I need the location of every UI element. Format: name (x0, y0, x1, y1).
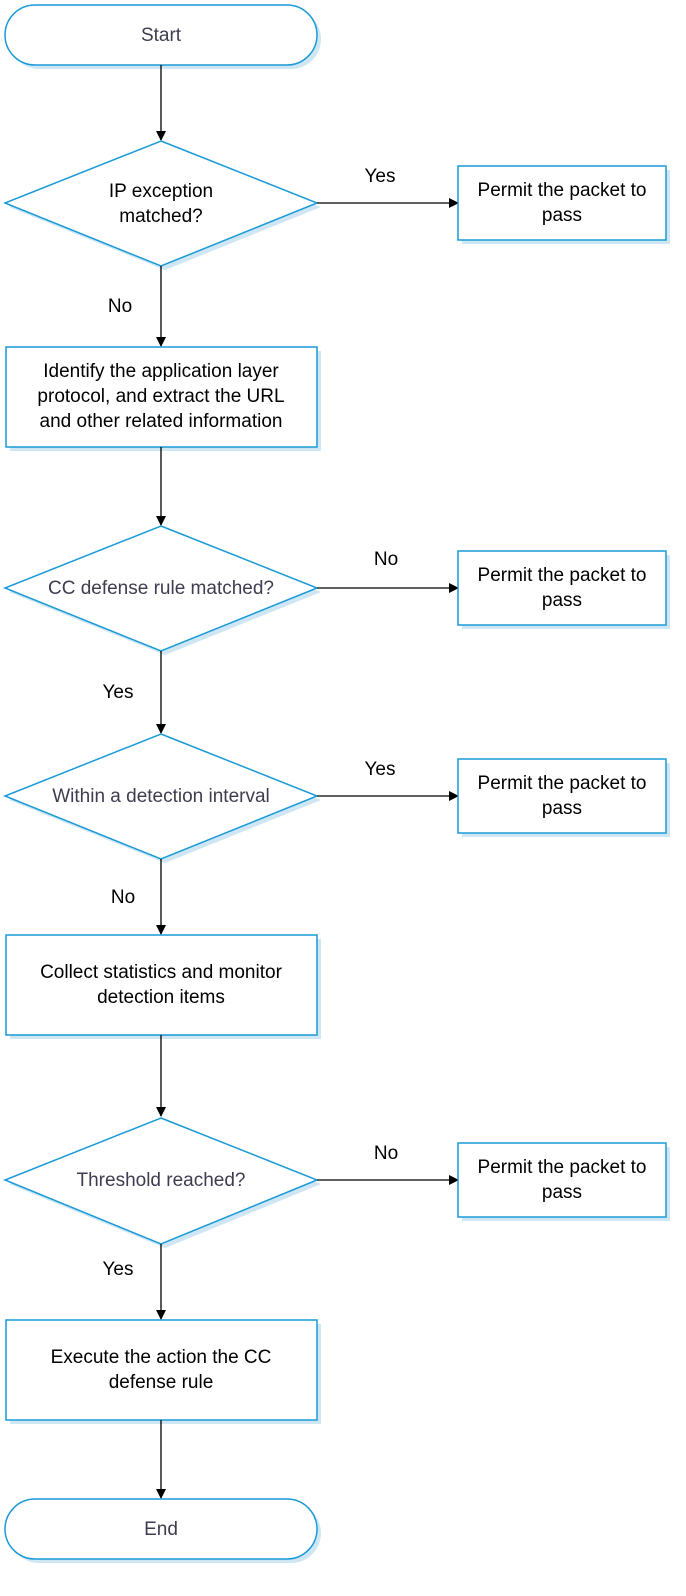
permit-box-4: Permit the packet to pass (457, 1142, 670, 1221)
permit-3-line1: Permit the packet to (478, 773, 647, 794)
ip-exception-label-line1: IP exception (109, 181, 213, 202)
permit-box-3: Permit the packet to pass (457, 758, 670, 837)
start-node: Start (4, 4, 321, 69)
threshold-decision: Threshold reached? (2, 1117, 321, 1248)
permit-1-line1: Permit the packet to (478, 180, 647, 201)
ip-exception-decision: IP exception matched? (2, 140, 321, 270)
identify-line1: Identify the application layer (43, 361, 279, 382)
detection-interval-decision: Within a detection interval (2, 733, 321, 863)
identify-process: Identify the application layer protocol,… (5, 346, 321, 451)
cc-rule-label: CC defense rule matched? (48, 578, 274, 599)
threshold-label: Threshold reached? (77, 1170, 246, 1191)
permit-box-2: Permit the packet to pass (457, 550, 670, 629)
identify-line2: protocol, and extract the URL (37, 386, 284, 407)
permit-4-line2: pass (542, 1182, 582, 1203)
permit-box-1: Permit the packet to pass (457, 165, 670, 244)
ip-exception-label-line2: matched? (119, 206, 202, 227)
cc-rule-decision: CC defense rule matched? (2, 525, 321, 655)
edge-label-threshold-yes: Yes (103, 1259, 134, 1280)
collect-process: Collect statistics and monitor detection… (5, 934, 321, 1039)
execute-line1: Execute the action the CC (51, 1347, 272, 1368)
collect-line1: Collect statistics and monitor (40, 962, 282, 983)
edge-label-threshold-no: No (374, 1143, 398, 1164)
execute-line2: defense rule (109, 1372, 214, 1393)
detection-interval-label: Within a detection interval (52, 786, 270, 807)
edge-label-interval-no: No (111, 887, 135, 908)
permit-1-line2: pass (542, 205, 582, 226)
edge-label-cc-yes: Yes (103, 682, 134, 703)
edge-label-ip-yes: Yes (365, 166, 396, 187)
permit-2-line2: pass (542, 590, 582, 611)
collect-line2: detection items (97, 987, 225, 1008)
edge-label-interval-yes: Yes (365, 759, 396, 780)
identify-line3: and other related information (40, 411, 283, 432)
end-node: End (4, 1498, 321, 1563)
edge-label-cc-no: No (374, 549, 398, 570)
edge-label-ip-no: No (108, 296, 132, 317)
execute-process: Execute the action the CC defense rule (5, 1319, 321, 1424)
start-label: Start (141, 25, 182, 46)
permit-3-line2: pass (542, 798, 582, 819)
permit-2-line1: Permit the packet to (478, 565, 647, 586)
end-label: End (144, 1519, 178, 1540)
permit-4-line1: Permit the packet to (478, 1157, 647, 1178)
